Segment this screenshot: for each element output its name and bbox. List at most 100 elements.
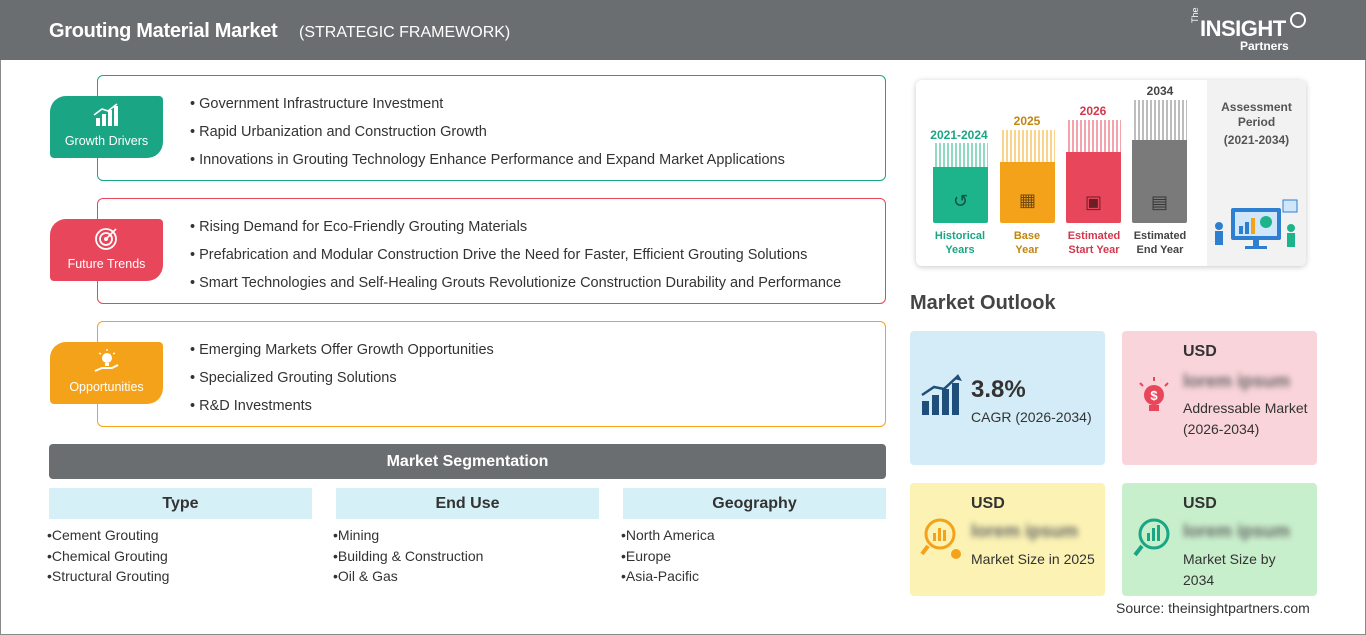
timeline-year-start: 2026 — [1079, 104, 1107, 118]
lightbulb-dollar-icon: $ — [1139, 377, 1169, 411]
future-trends-label: Future Trends — [67, 257, 146, 271]
caption-line: Years — [945, 244, 975, 256]
market-outlook-title: Market Outlook — [910, 292, 1056, 314]
market-size-2034-card: USD lorem ipsum Market Size by 2034 — [1122, 483, 1317, 596]
segment-list-type: Cement Grouting Chemical Grouting Struct… — [47, 526, 170, 588]
timeline-caption-start: Estimated Start Year — [1061, 229, 1127, 257]
list-item: Asia-Pacific — [621, 567, 715, 588]
presentation-icon: ▤ — [1150, 192, 1168, 212]
market-segmentation-header: Market Segmentation — [49, 444, 886, 479]
magnifier-growth-icon — [1133, 518, 1170, 557]
cagr-value: 3.8% — [971, 376, 1026, 403]
addressable-description: Addressable Market (2026-2034) — [1183, 400, 1308, 437]
growth-drivers-list: Government Infrastructure Investment Rap… — [190, 94, 785, 178]
target-icon — [95, 228, 117, 250]
list-item: Rising Demand for Eco-Friendly Grouting … — [190, 217, 841, 245]
segment-heading-geography: Geography — [623, 488, 886, 519]
caption-line: Historical — [934, 230, 986, 242]
timeline-caption-base: Base Year — [998, 229, 1056, 257]
size-2025-value: lorem ipsum — [971, 521, 1079, 541]
list-item: Mining — [333, 526, 483, 547]
logo-brand: INSIGHT — [1200, 16, 1286, 41]
calendar-icon: ▦ — [1018, 190, 1036, 210]
timeline-year-base: 2025 — [1013, 114, 1041, 128]
caption-line: Start Year — [1068, 244, 1120, 256]
growth-drivers-badge: Growth Drivers — [50, 96, 163, 158]
logo-partners: Partners — [1240, 39, 1289, 53]
list-item: Emerging Markets Offer Growth Opportunit… — [190, 340, 494, 368]
opportunities-box: Emerging Markets Offer Growth Opportunit… — [97, 321, 886, 427]
addressable-usd: USD — [1183, 343, 1217, 360]
list-item: Prefabrication and Modular Construction … — [190, 245, 841, 273]
addressable-value: lorem ipsum — [1183, 371, 1291, 391]
list-item: Innovations in Grouting Technology Enhan… — [190, 150, 785, 178]
opportunities-badge: Opportunities — [50, 342, 163, 404]
growth-chart-icon — [921, 374, 962, 415]
list-item: Structural Grouting — [47, 567, 170, 588]
lightbulb-hand-icon — [94, 349, 119, 372]
list-item: R&D Investments — [190, 396, 494, 424]
timeline-caption-end: Estimated End Year — [1127, 229, 1193, 257]
segment-list-end-use: Mining Building & Construction Oil & Gas — [333, 526, 484, 588]
page-subtitle: (STRATEGIC FRAMEWORK) — [299, 24, 511, 41]
timeline-year-end: 2034 — [1146, 84, 1174, 98]
caption-line: Estimated — [1067, 230, 1121, 242]
timeline-year-historical: 2021-2024 — [930, 128, 988, 142]
list-item: Cement Grouting — [47, 526, 169, 547]
addressable-market-card: $ USD lorem ipsum Addressable Market (20… — [1122, 331, 1317, 465]
source-credit: Source: theinsightpartners.com — [1116, 600, 1310, 616]
future-trends-list: Rising Demand for Eco-Friendly Grouting … — [190, 217, 841, 301]
list-item: Europe — [621, 547, 715, 568]
opportunities-label: Opportunities — [69, 380, 144, 394]
segment-list-geography: North America Europe Asia-Pacific — [621, 526, 715, 588]
assessment-title: Assessment Period — [1221, 100, 1292, 129]
segment-heading-end-use: End Use — [336, 488, 599, 519]
list-item: Smart Technologies and Self-Healing Grou… — [190, 273, 841, 301]
insight-partners-logo[interactable]: The INSIGHT Partners — [1190, 7, 1310, 54]
page-title: Grouting Material Market — [49, 20, 278, 42]
list-item: North America — [621, 526, 715, 547]
list-item: Building & Construction — [333, 547, 484, 568]
magnifier-chart-icon — [920, 518, 961, 559]
market-size-2025-card: USD lorem ipsum Market Size in 2025 — [910, 483, 1105, 596]
list-item: Government Infrastructure Investment — [190, 94, 785, 122]
caption-line: Year — [1015, 244, 1039, 256]
growth-drivers-box: Government Infrastructure Investment Rap… — [97, 75, 886, 181]
cagr-label: CAGR (2026-2034) — [971, 409, 1092, 425]
list-item: Chemical Grouting — [47, 547, 169, 568]
list-item: Oil & Gas — [333, 567, 483, 588]
page-header: Grouting Material Market (STRATEGIC FRAM… — [0, 0, 1366, 60]
bar-stripes — [933, 143, 988, 167]
segment-heading-type: Type — [49, 488, 312, 519]
caption-line: End Year — [1136, 244, 1184, 256]
logo-the: The — [1190, 7, 1200, 23]
timeline-bar-end: ▤ — [1132, 100, 1187, 223]
size-2034-value: lorem ipsum — [1183, 521, 1291, 541]
chart-start-icon: ▣ — [1084, 192, 1102, 212]
size-2034-usd: USD — [1183, 495, 1217, 512]
timeline-bar-historical: ↺ — [933, 143, 988, 223]
size-2034-description: Market Size by 2034 — [1183, 551, 1276, 588]
opportunities-list: Emerging Markets Offer Growth Opportunit… — [190, 340, 494, 424]
bar-stripes — [1000, 130, 1055, 162]
assessment-period: (2021-2034) — [1223, 133, 1290, 147]
history-icon: ↺ — [952, 191, 969, 211]
svg-text:$: $ — [1150, 388, 1158, 403]
timeline-bar-start: ▣ — [1066, 120, 1121, 223]
future-trends-box: Rising Demand for Eco-Friendly Grouting … — [97, 198, 886, 304]
bar-growth-icon — [93, 103, 118, 126]
bar-stripes — [1132, 100, 1187, 140]
timeline-caption-historical: Historical Years — [921, 229, 999, 257]
timeline-bar-base: ▦ — [1000, 130, 1055, 223]
size-2025-usd: USD — [971, 495, 1005, 512]
caption-line: Base — [1013, 230, 1041, 242]
future-trends-badge: Future Trends — [50, 219, 163, 281]
list-item: Rapid Urbanization and Construction Grow… — [190, 122, 785, 150]
assessment-period-panel: Assessment Period (2021-2034) — [1207, 80, 1306, 266]
list-item: Specialized Grouting Solutions — [190, 368, 494, 396]
growth-drivers-label: Growth Drivers — [64, 134, 149, 148]
logo-ring-icon — [1290, 12, 1306, 28]
analyst-dashboard-icon — [1215, 199, 1298, 249]
cagr-card: 3.8% CAGR (2026-2034) — [910, 331, 1105, 465]
bar-stripes — [1066, 120, 1121, 152]
